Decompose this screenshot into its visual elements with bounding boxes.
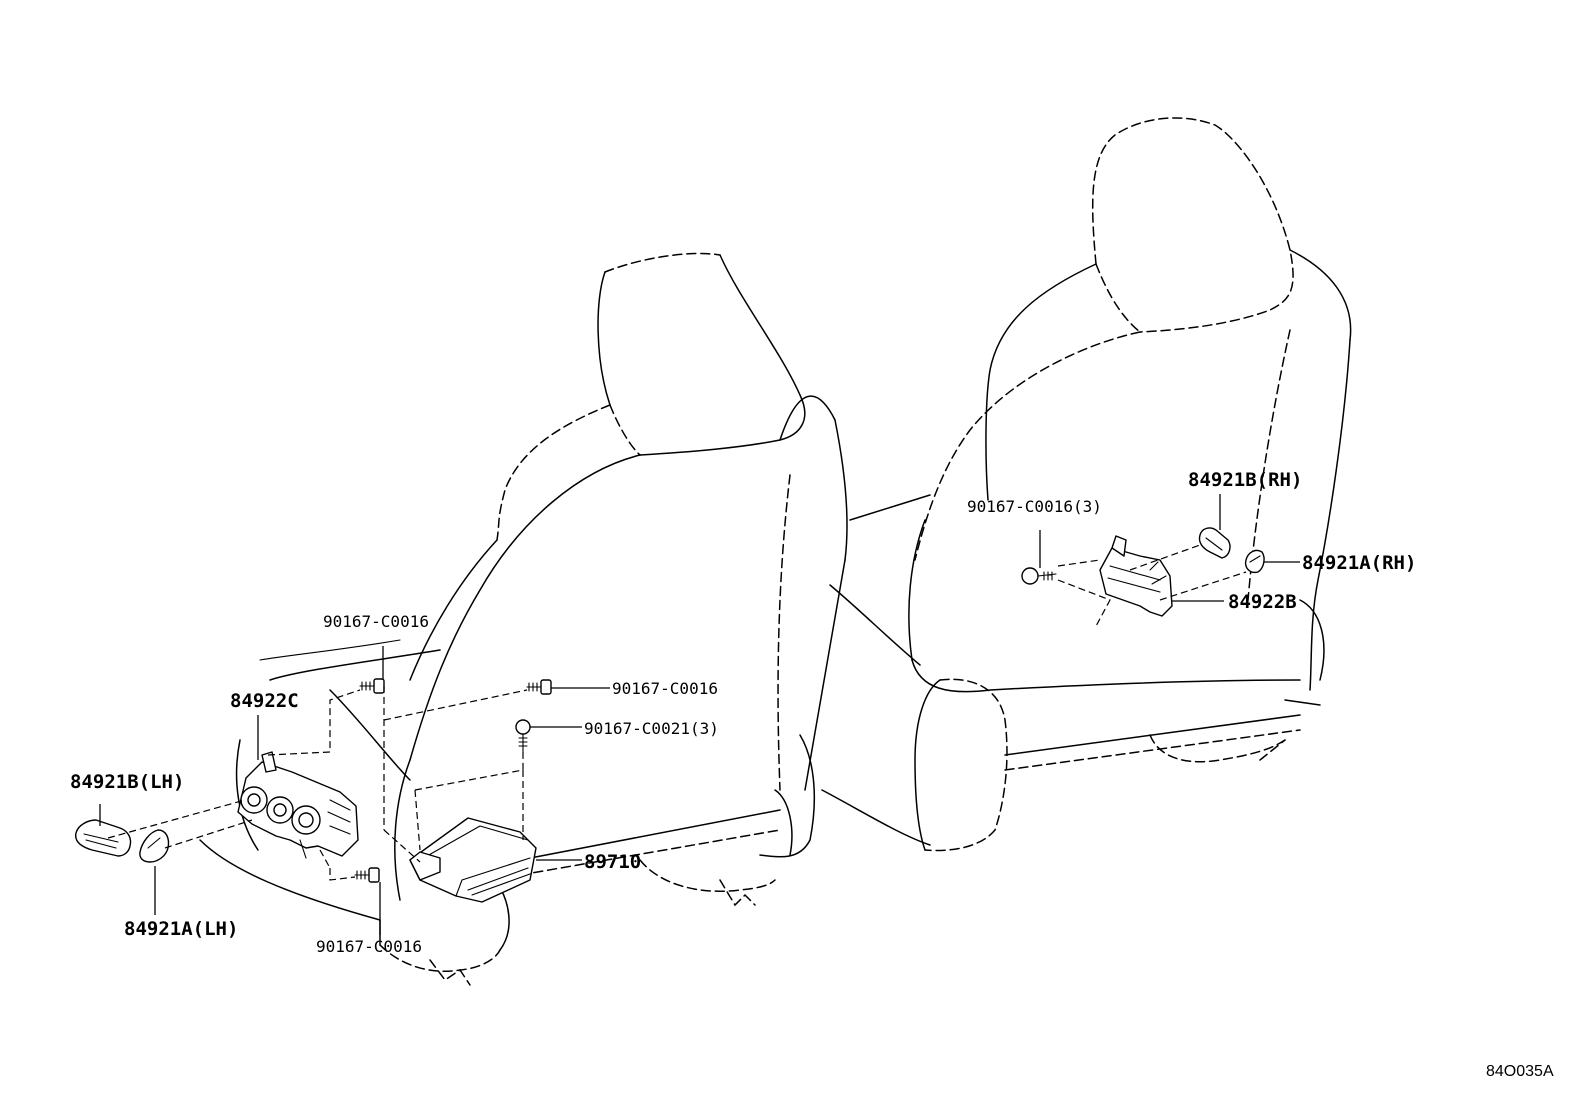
callout-90167-c0016-3: 90167-C0016(3) (967, 497, 1102, 516)
part-89710 (409, 817, 537, 903)
screw-90167-c0021 (515, 719, 531, 753)
part-84922b (1099, 535, 1173, 617)
callout-84921a-lh: 84921A(LH) (124, 918, 238, 940)
leader-lines (99, 494, 1300, 935)
right-seat-outline (821, 117, 1352, 852)
screw-90167-c0016-bottom (354, 867, 380, 883)
callout-84921b-lh: 84921B(LH) (70, 771, 184, 793)
part-84921a-rh (1244, 549, 1265, 574)
callout-84922b: 84922B (1228, 591, 1297, 613)
callout-84921b-rh: 84921B(RH) (1188, 469, 1302, 491)
part-84921b-lh (75, 819, 132, 857)
callout-84921a-rh: 84921A(RH) (1302, 552, 1416, 574)
callout-84922c: 84922C (230, 690, 299, 712)
assembly-lines-right (1057, 544, 1247, 629)
screw-90167-c0016-top (359, 678, 385, 694)
screw-90167-c0016-mid (526, 679, 552, 695)
callout-90167-c0016-mid: 90167-C0016 (612, 679, 718, 698)
callout-90167-c0021: 90167-C0021(3) (584, 719, 719, 738)
left-seat-outline (199, 252, 848, 986)
callout-90167-c0016-bottom: 90167-C0016 (316, 937, 422, 956)
part-84922c (237, 751, 359, 859)
part-84921b-rh (1198, 527, 1231, 559)
callout-90167-c0016-top: 90167-C0016 (323, 612, 429, 631)
assembly-lines-left (107, 686, 528, 881)
callout-89710: 89710 (584, 851, 641, 873)
part-84921a-lh (139, 829, 170, 863)
screw-90167-c0016-3 (1021, 567, 1057, 585)
drawing-code: 84O035A (1486, 1063, 1554, 1080)
